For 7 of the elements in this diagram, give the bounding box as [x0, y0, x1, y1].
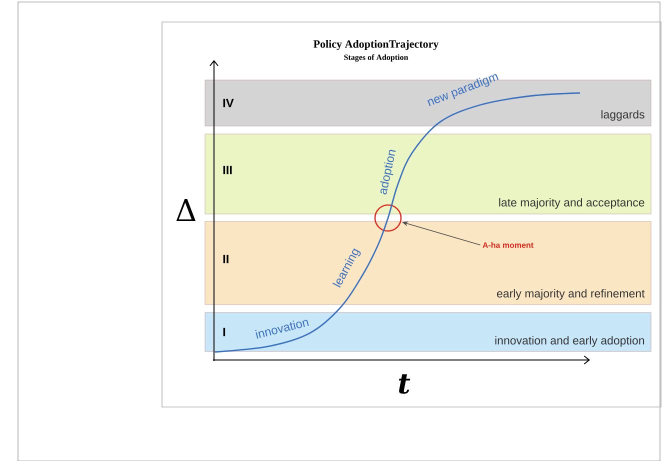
highlight-circle — [374, 204, 402, 232]
curve-label: adoption — [380, 150, 396, 194]
callout-text: A-ha moment — [482, 242, 534, 248]
axis-label: Δ — [176, 199, 196, 221]
subtitle: Stages of Adoption — [344, 54, 408, 62]
curve-label: innovation — [255, 320, 309, 339]
title: Policy AdoptionTrajectory — [314, 40, 439, 50]
